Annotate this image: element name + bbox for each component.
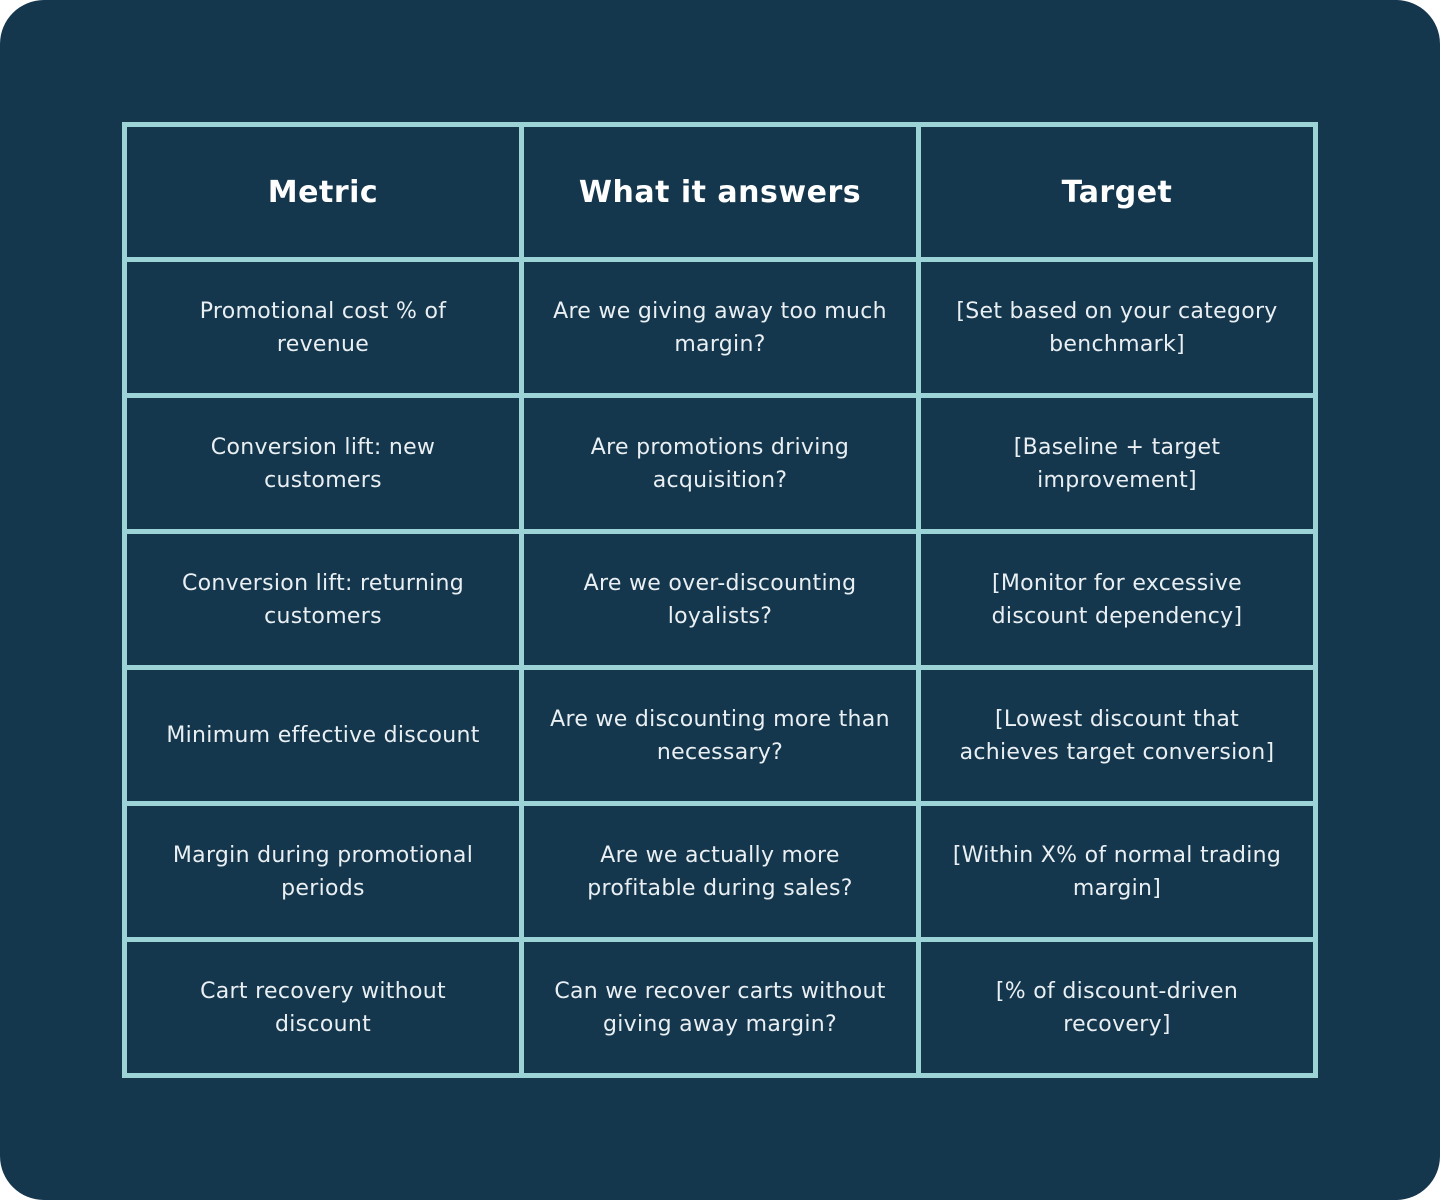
table-cell: [% of discount-driven recovery] (921, 942, 1313, 1073)
metrics-table: Metric What it answers Target Promotiona… (122, 122, 1318, 1078)
table-cell: Minimum effective discount (127, 670, 519, 801)
table-cell: Cart recovery without discount (127, 942, 519, 1073)
column-header-what-it-answers: What it answers (524, 127, 916, 257)
table-cell: Margin during promotional periods (127, 806, 519, 937)
table-cell: [Baseline + target improvement] (921, 398, 1313, 529)
table-cell: Promotional cost % of revenue (127, 262, 519, 393)
table-cell: [Set based on your category benchmark] (921, 262, 1313, 393)
table-cell: Are we discounting more than necessary? (524, 670, 916, 801)
table-cell: Can we recover carts without giving away… (524, 942, 916, 1073)
table-cell: [Monitor for excessive discount dependen… (921, 534, 1313, 665)
table-cell: [Lowest discount that achieves target co… (921, 670, 1313, 801)
table-cell: Conversion lift: returning customers (127, 534, 519, 665)
table-cell: Are we giving away too much margin? (524, 262, 916, 393)
table-cell: [Within X% of normal trading margin] (921, 806, 1313, 937)
table-cell: Are promotions driving acquisition? (524, 398, 916, 529)
table-cell: Are we actually more profitable during s… (524, 806, 916, 937)
column-header-metric: Metric (127, 127, 519, 257)
table-cell: Conversion lift: new customers (127, 398, 519, 529)
table-cell: Are we over-discounting loyalists? (524, 534, 916, 665)
column-header-target: Target (921, 127, 1313, 257)
